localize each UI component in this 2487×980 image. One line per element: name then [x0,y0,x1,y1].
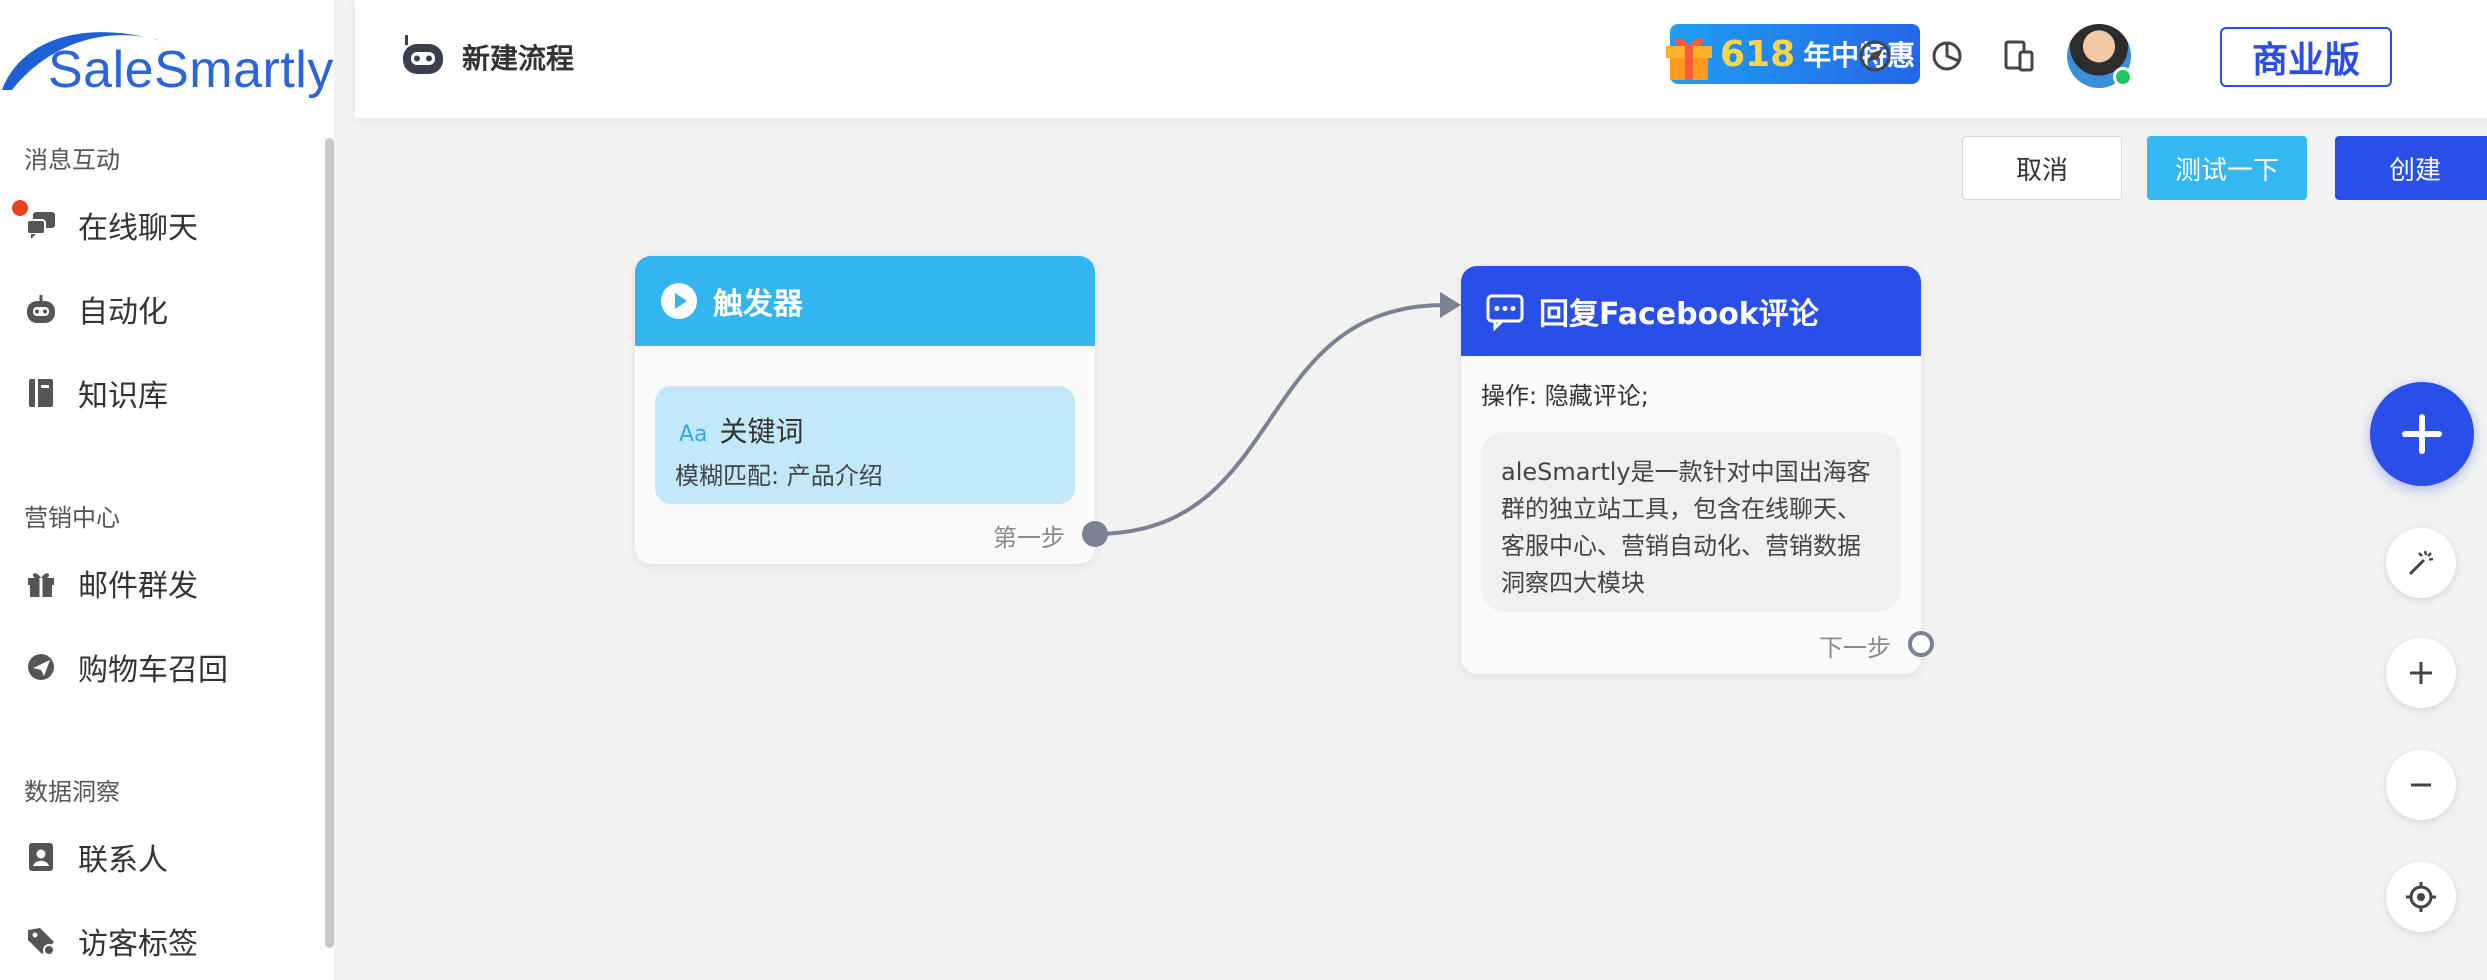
sidebar-item-knowledge-base[interactable]: 知识库 [24,368,314,418]
trigger-node[interactable]: 触发器 Aa 关键词 模糊匹配: 产品介绍 第一步 [635,256,1108,564]
cancel-button[interactable]: 取消 [1962,136,2122,200]
plus-icon [2402,414,2442,454]
book-icon [24,376,58,410]
zoom-in-button[interactable] [2386,638,2456,708]
sidebar-item-automation[interactable]: 自动化 [24,284,314,334]
sidebar-item-label: 自动化 [78,295,168,330]
sidebar-item-live-chat[interactable]: 在线聊天 [12,200,314,250]
keyword-title: 关键词 [719,415,804,448]
reply-message[interactable]: aleSmartly是一款针对中国出海客群的独立站工具，包含在线聊天、客服中心、… [1481,432,1901,612]
send-icon [24,650,58,684]
brand-name: SaleSmartly [48,41,334,99]
sidebar: SaleSmartly 消息互动 在线聊天 自动化 知识库 营销中心 邮件群发 … [0,0,334,980]
contact-icon [24,840,58,874]
trigger-node-header[interactable]: 触发器 [635,256,1095,346]
logo-swoosh-icon [2,32,165,90]
gift-box-icon [1662,26,1716,86]
sidebar-item-email-campaign[interactable]: 邮件群发 [24,558,314,608]
text-format-icon: Aa [679,422,708,447]
sidebar-item-label: 知识库 [78,379,168,414]
auto-layout-button[interactable] [2386,528,2456,598]
reply-operation: 操作: 隐藏评论; [1481,382,1649,410]
robot-icon [400,34,446,80]
reply-facebook-comment-node[interactable]: 回复Facebook评论 操作: 隐藏评论; aleSmartly是一款针对中国… [1461,266,1934,674]
section-label-messaging: 消息互动 [24,146,120,174]
pie-chart-icon[interactable] [1929,38,1965,74]
sidebar-item-label: 在线聊天 [78,211,198,246]
zoom-out-icon [2411,783,2431,787]
business-plan-button[interactable]: 商业版 [2220,27,2392,87]
sidebar-item-label: 邮件群发 [78,569,198,604]
step-label: 第一步 [993,524,1065,552]
reply-node-title: 回复Facebook评论 [1539,297,1819,332]
center-view-button[interactable] [2386,862,2456,932]
chat-icon [12,200,58,242]
sidebar-item-label: 购物车召回 [78,653,228,688]
test-button[interactable]: 测试一下 [2147,136,2307,200]
sidebar-item-label: 访客标签 [78,927,198,962]
create-button[interactable]: 创建 [2335,136,2487,200]
connector-arrow-icon [1440,292,1461,318]
play-icon [659,281,699,321]
promo-number: 618 [1720,33,1796,75]
sidebar-item-visitor-tags[interactable]: 访客标签 [24,916,314,966]
top-header: 新建流程 618 年中特惠 CN 商业版 [355,0,2487,118]
step-label: 下一步 [1819,634,1891,662]
compass-icon[interactable] [1857,38,1893,74]
output-port[interactable] [1082,521,1108,547]
keyword-match-detail: 模糊匹配: 产品介绍 [675,462,883,490]
brand-logo[interactable]: SaleSmartly [0,12,333,99]
zoom-out-button[interactable] [2386,750,2456,820]
add-node-button[interactable] [2370,382,2474,486]
locate-icon [2406,882,2436,912]
tag-icon [24,924,58,958]
sidebar-scrollbar[interactable] [325,138,334,948]
zoom-in-icon [2410,662,2432,684]
devices-icon[interactable] [2001,38,2037,74]
magic-wand-icon [2408,550,2434,576]
notification-dot [12,200,28,216]
page-title-group: 新建流程 [400,34,574,80]
output-port[interactable] [1908,631,1934,657]
online-status-dot [2113,67,2133,87]
comment-icon [1485,291,1525,331]
robot-icon [24,292,58,326]
sidebar-item-label: 联系人 [78,843,168,878]
gift-icon [24,566,58,600]
trigger-node-title: 触发器 [713,287,803,322]
sidebar-item-contacts[interactable]: 联系人 [24,832,314,882]
page-title: 新建流程 [462,42,575,75]
sidebar-item-cart-recovery[interactable]: 购物车召回 [24,642,314,692]
keyword-condition[interactable]: Aa 关键词 模糊匹配: 产品介绍 [655,386,1075,504]
reply-node-header[interactable]: 回复Facebook评论 [1461,266,1921,356]
promo-text: 年中特惠 [1803,39,1916,72]
section-label-marketing: 营销中心 [24,504,120,532]
section-label-insights: 数据洞察 [24,778,120,806]
